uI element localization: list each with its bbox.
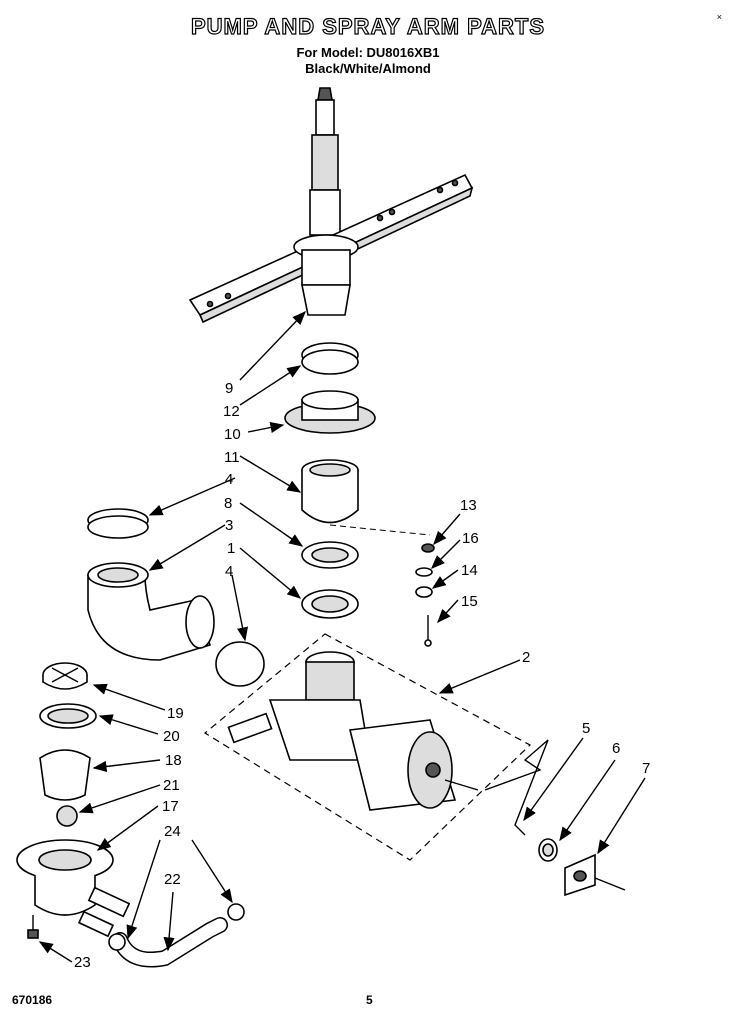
callout-2: 2 [522,649,530,666]
callout-21: 21 [163,777,180,794]
pump-motor-assembly [227,651,479,811]
callout-6: 6 [612,740,620,757]
spray-arm-support [284,390,376,434]
lower-spray-arm [188,173,474,324]
snap-ring [301,342,359,375]
callout-18: 18 [165,752,182,769]
callout-3: 3 [225,517,233,534]
screw-assembly [415,543,435,647]
callout-14: 14 [461,562,478,579]
callout-13: 13 [460,497,477,514]
callout-9: 9 [225,380,233,397]
drain-grate [42,662,88,690]
callout-17: 17 [162,798,179,815]
callout-11: 11 [224,449,240,466]
grommet [538,838,558,862]
mounting-screw [27,915,39,939]
filter-cup [301,459,359,524]
page-title: PUMP AND SPRAY ARM PARTS [190,13,546,39]
document-code: 670186 [12,993,53,1007]
callout-12: 12 [223,403,240,420]
callout-22: 22 [164,871,181,888]
seal-1 [301,589,359,619]
pump-assembly-outline [203,633,532,861]
drain-seal [39,703,97,729]
callout-24: 24 [164,823,181,840]
callout-8: 8 [224,495,232,512]
callout-7: 7 [642,760,650,777]
motor-gasket [564,853,626,897]
hose-clamp-24-right [227,903,245,921]
corner-mark: × [716,12,722,22]
seal-8 [301,541,359,569]
drain-wire [484,739,549,836]
elbow-hose [87,562,215,661]
callout-16: 16 [462,530,479,547]
model-line: For Model: DU8016XB1 [296,45,440,60]
colors-line: Black/White/Almond [305,61,431,76]
check-ball [56,805,78,827]
drain-housing [16,839,131,938]
callout-10: 10 [224,426,241,443]
spray-arm-shaft [309,87,341,236]
page-number: 5 [366,993,373,1007]
hose-clamp-lower [215,641,265,687]
leader-lines [38,310,646,963]
hose-clamp-upper [87,508,149,539]
check-valve [39,749,91,801]
callout-20: 20 [163,728,180,745]
callout-1: 1 [227,540,235,557]
callout-4-upper: 4 [225,471,233,488]
callout-5: 5 [582,720,590,737]
callout-15: 15 [461,593,478,610]
hose-clamp-24-left [108,933,126,951]
callout-23: 23 [74,954,91,971]
callout-19: 19 [167,705,184,722]
callout-4-lower: 4 [225,563,233,580]
